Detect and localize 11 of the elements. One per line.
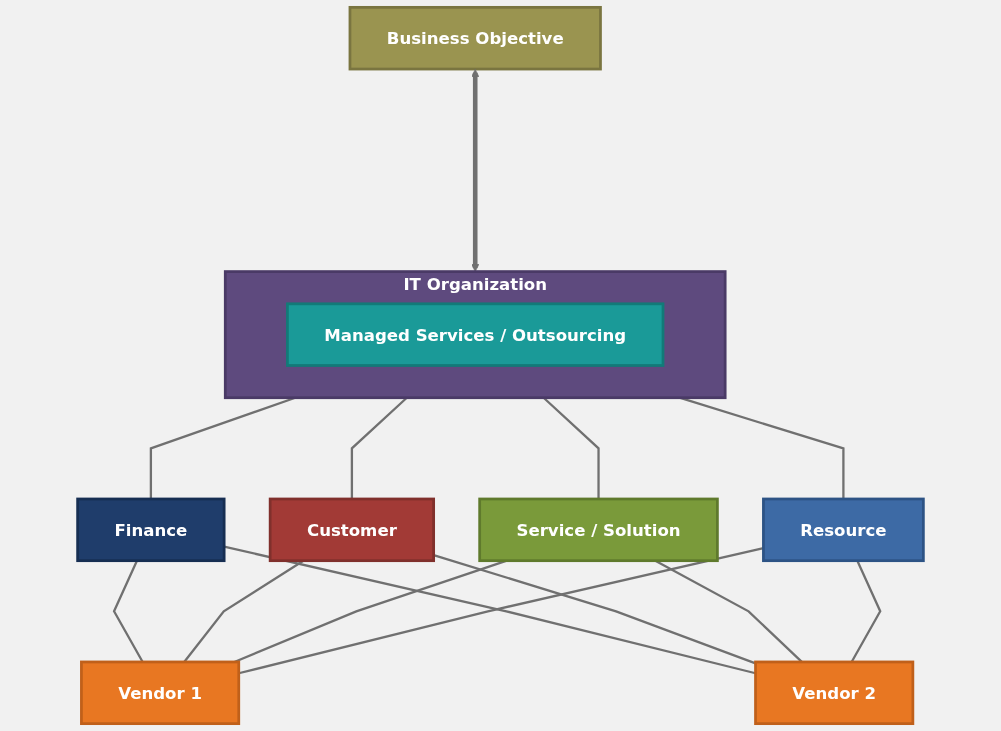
cluster xyxy=(223,270,727,400)
node-box xyxy=(268,497,435,563)
node-box xyxy=(348,6,602,71)
node-box xyxy=(754,660,915,725)
node-box xyxy=(80,660,241,725)
node-box xyxy=(762,497,925,563)
connector xyxy=(433,553,756,665)
node-box xyxy=(478,497,719,563)
arrow xyxy=(471,69,480,272)
node-box xyxy=(286,302,665,367)
node-box xyxy=(76,497,226,563)
